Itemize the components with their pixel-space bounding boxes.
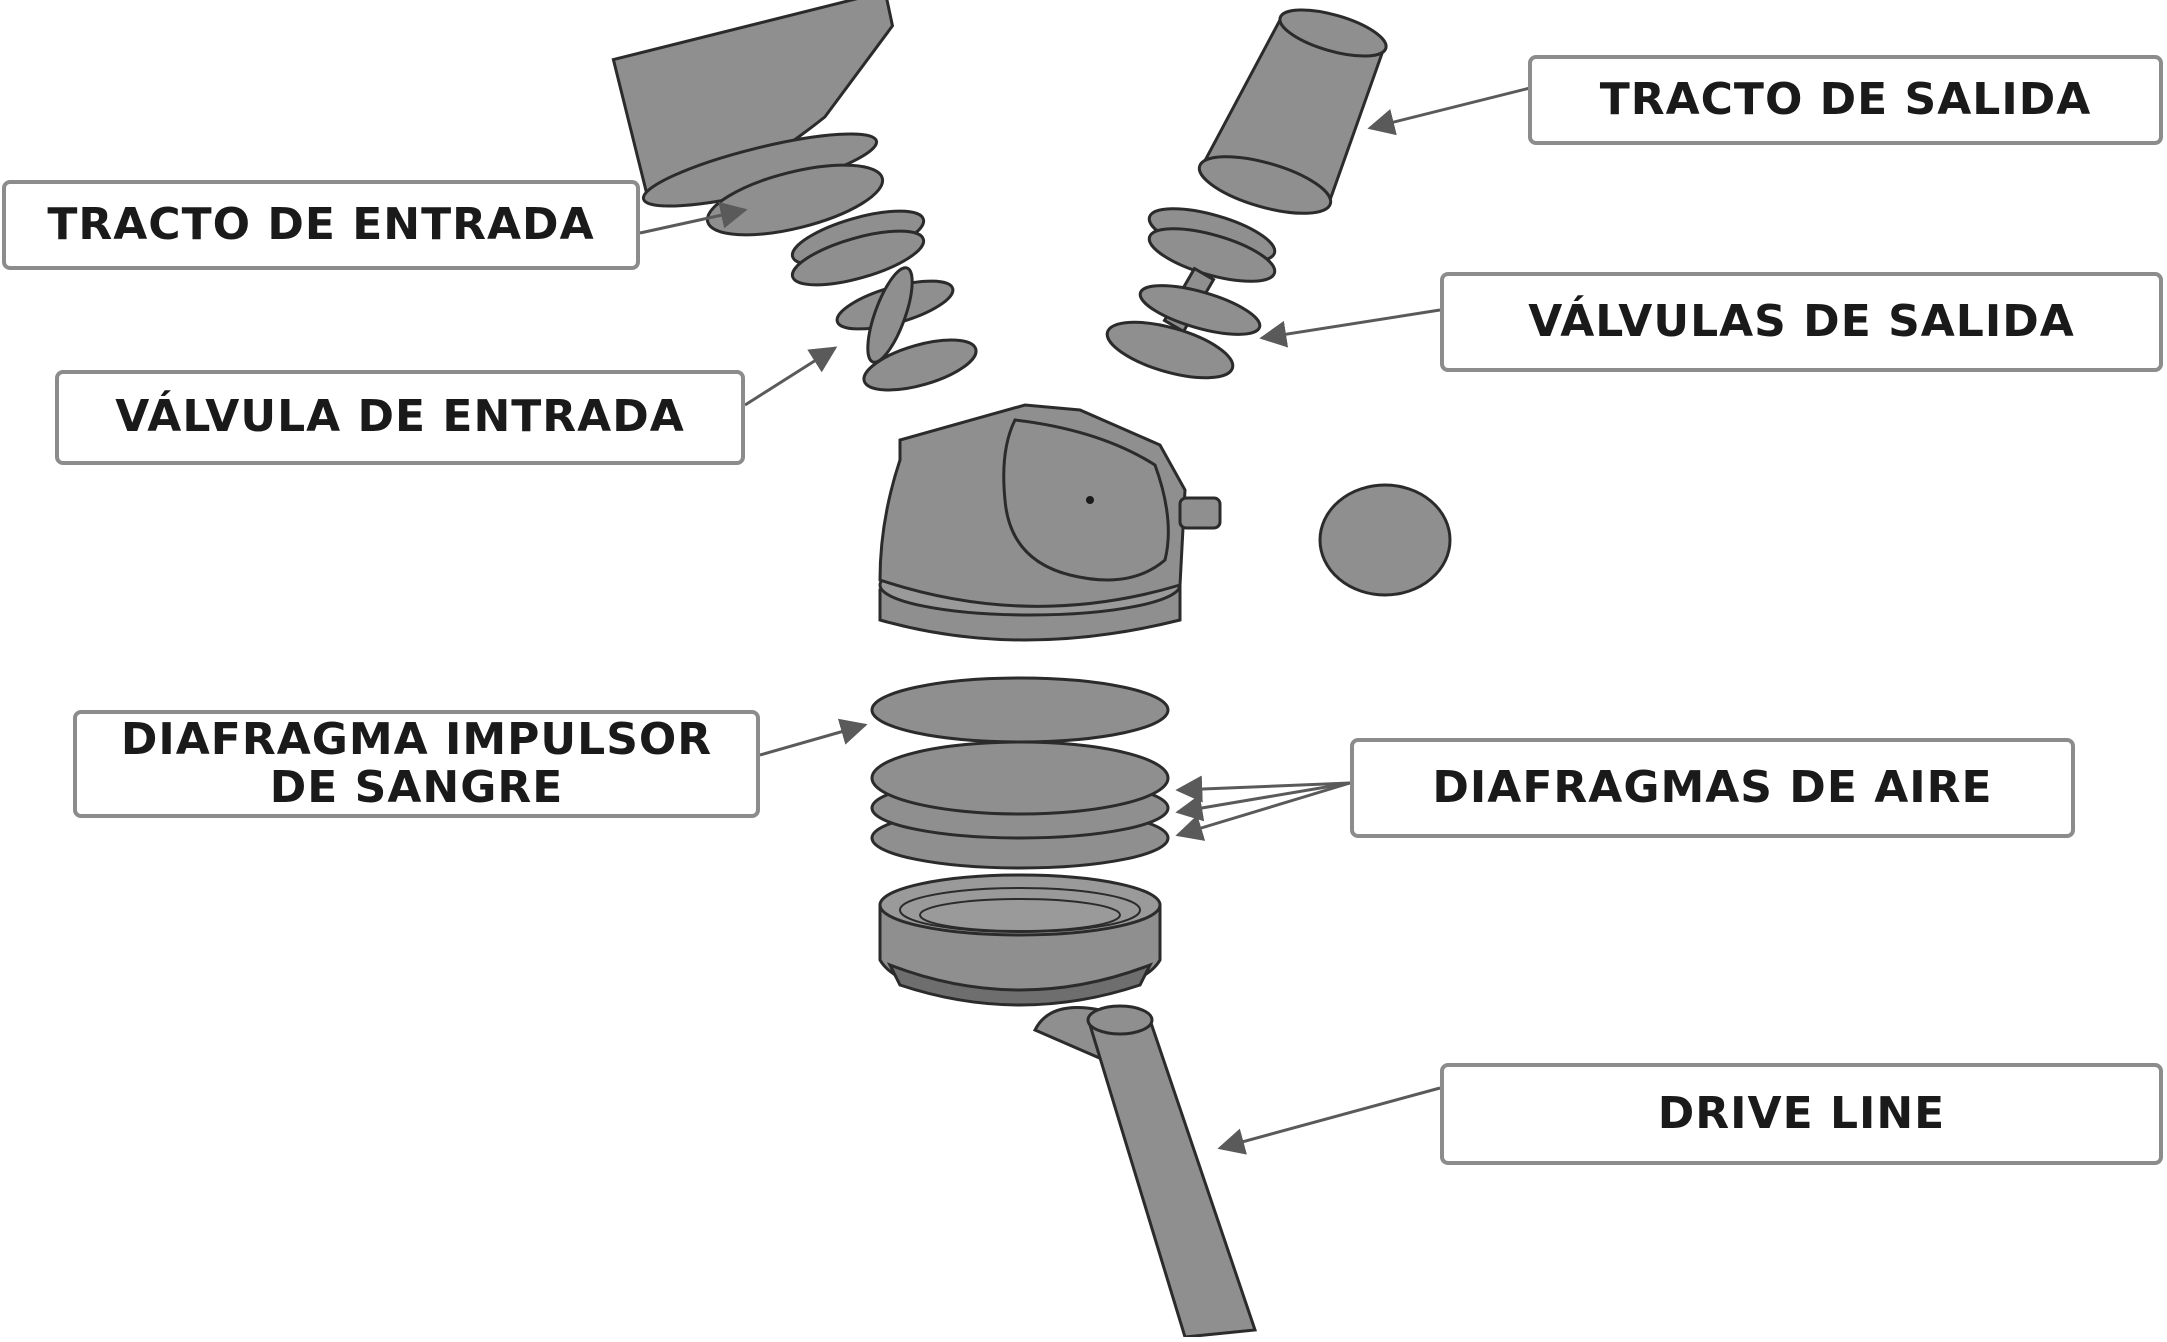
drive-line-part (1032, 1004, 1258, 1339)
arrow-valvula-entrada (744, 346, 838, 407)
label-diafragma-impulsor: DIAFRAGMA IMPULSOR DE SANGRE (73, 710, 760, 818)
arrow-tracto-salida (1367, 86, 1531, 136)
inflow-tract-part (611, 0, 895, 237)
pump-housing-part (878, 403, 1222, 642)
label-diafragmas-aire: DIAFRAGMAS DE AIRE (1350, 738, 2075, 838)
arrow-diafragma-aire-1 (1175, 775, 1351, 803)
blood-diaphragm-part (870, 676, 1170, 744)
arrow-drive-line (1217, 1086, 1441, 1155)
label-tracto-entrada-text: TRACTO DE ENTRADA (47, 198, 595, 250)
outflow-valves-part (1105, 207, 1277, 380)
arrow-tracto-entrada (639, 202, 748, 235)
label-tracto-salida-text: TRACTO DE SALIDA (1599, 73, 2092, 125)
outflow-tract-part (1197, 8, 1388, 215)
air-diaphragms-part (870, 740, 1170, 870)
label-diafragmas-aire-text: DIAFRAGMAS DE AIRE (1432, 761, 1993, 813)
label-drive-line-text: DRIVE LINE (1657, 1087, 1946, 1139)
label-valvulas-salida-text: VÁLVULAS DE SALIDA (1528, 295, 2075, 347)
base-cap-part (878, 873, 1162, 1007)
leader-arrows (639, 86, 1531, 1155)
arrow-diafragma-aire-3 (1175, 781, 1351, 841)
arrow-diafragma-aire-2 (1175, 781, 1351, 822)
arrow-diafragma-impulsor (759, 718, 868, 757)
label-drive-line: DRIVE LINE (1440, 1063, 2163, 1165)
label-diafragma-impulsor-line2: DE SANGRE (269, 762, 564, 813)
label-tracto-entrada: TRACTO DE ENTRADA (2, 180, 640, 270)
label-tracto-salida: TRACTO DE SALIDA (1528, 55, 2163, 145)
label-valvula-entrada-text: VÁLVULA DE ENTRADA (115, 391, 685, 443)
compliance-disc-part (1318, 483, 1452, 597)
label-valvula-entrada: VÁLVULA DE ENTRADA (55, 370, 745, 465)
label-diafragma-impulsor-line1: DIAFRAGMA IMPULSOR (120, 713, 713, 765)
label-valvulas-salida: VÁLVULAS DE SALIDA (1440, 272, 2163, 372)
arrow-valvulas-salida (1259, 308, 1441, 348)
inflow-valve-part (790, 209, 978, 392)
